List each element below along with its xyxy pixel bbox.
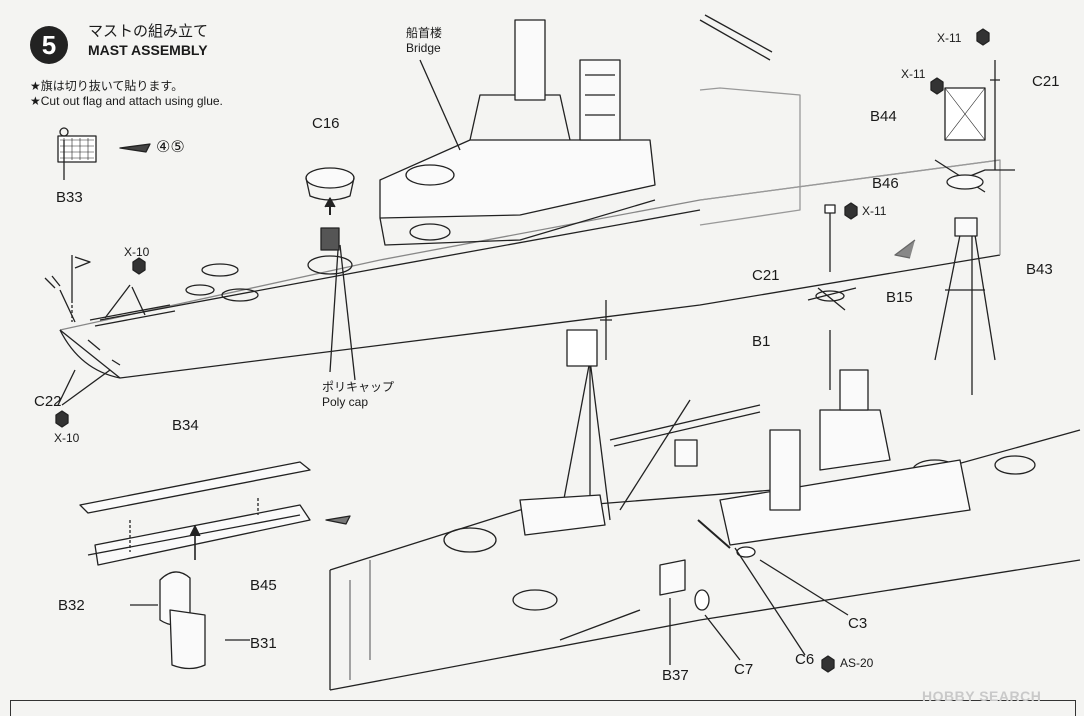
part-label-c6: C6 (795, 651, 815, 668)
part-label-b44: B44 (870, 108, 897, 125)
part-label-x10-bottom: X-10 (54, 431, 80, 445)
step-number-badge: 5 (30, 26, 68, 64)
part-label-b31: B31 (250, 635, 277, 652)
part-label-c21-top: C21 (1032, 73, 1060, 90)
part-label-b43: B43 (1026, 261, 1053, 278)
part-label-x11-c: X-11 (862, 204, 887, 218)
part-label-c7: C7 (734, 661, 754, 678)
part-label-b1: B1 (752, 333, 771, 350)
title-english: MAST ASSEMBLY (88, 42, 208, 58)
part-label-c16: C16 (312, 115, 340, 132)
bottom-frame (10, 700, 1076, 716)
bridge-label-en: Bridge (406, 41, 441, 55)
part-label-b37: B37 (662, 667, 689, 684)
part-label-b15: B15 (886, 289, 913, 306)
bridge-label-jp: 船首楼 (406, 26, 443, 40)
polycap-label-jp: ポリキャップ (322, 380, 395, 394)
part-label-c21-mid: C21 (752, 267, 780, 284)
part-label-c22: C22 (34, 393, 62, 410)
part-label-b34: B34 (172, 417, 199, 434)
note-english: ★Cut out flag and attach using glue. (30, 94, 223, 108)
polycap-label-en: Poly cap (322, 395, 369, 409)
title-japanese: マストの組み立て (88, 23, 209, 40)
part-label-x11-a: X-11 (937, 31, 962, 45)
note-japanese: ★旗は切り抜いて貼ります。 (30, 79, 184, 93)
part-label-b33: B33 (56, 189, 83, 206)
part-label-b46: B46 (872, 175, 899, 192)
part-label-as20: AS-20 (840, 656, 874, 670)
part-label-c3: C3 (848, 615, 868, 632)
watermark: HOBBY SEARCH (922, 688, 1042, 704)
flag-reference: ④⑤ (156, 139, 185, 156)
part-label-x10-top: X-10 (124, 245, 150, 259)
part-label-b32: B32 (58, 597, 85, 614)
part-label-x11-b: X-11 (901, 67, 926, 81)
part-label-b45: B45 (250, 577, 277, 594)
